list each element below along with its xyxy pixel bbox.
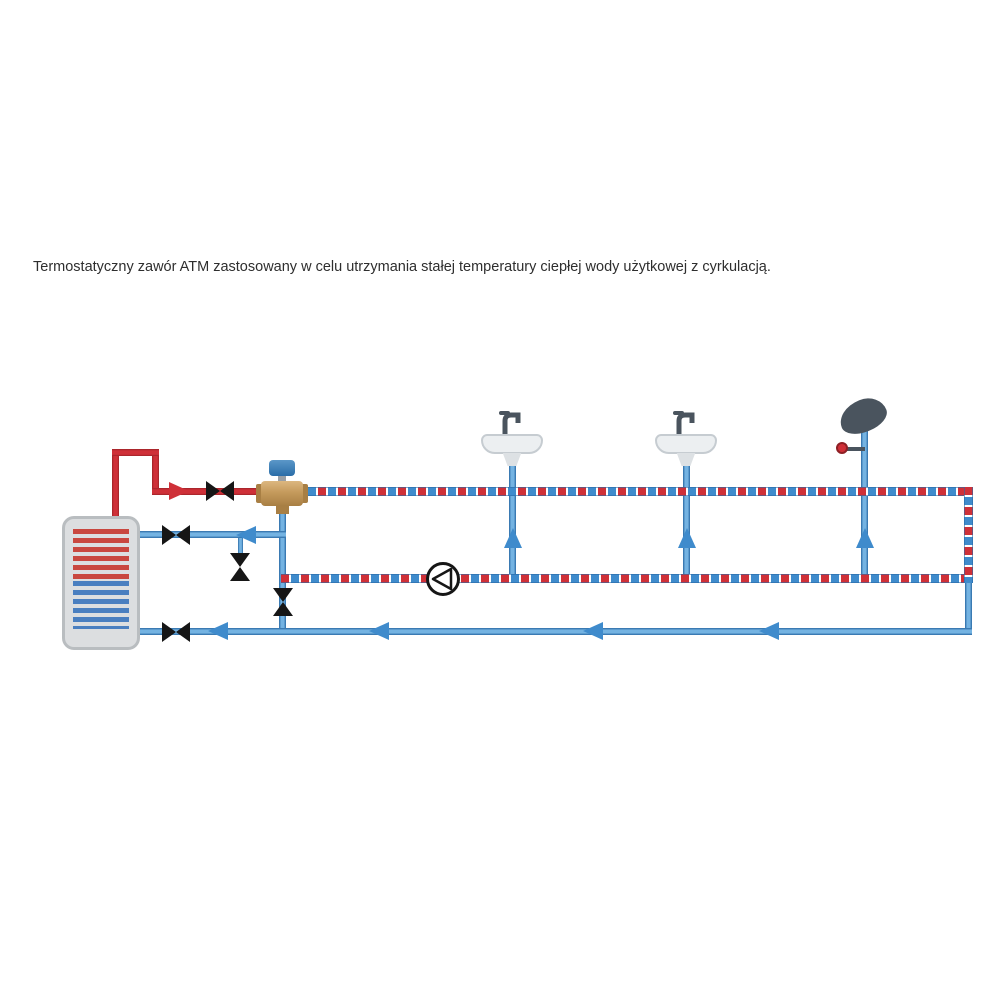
tank-coil-hot-icon [73,529,129,579]
cold-right-vertical-pipe [965,578,972,635]
hot-pipe-drop [152,449,159,495]
washbasin-2 [655,410,717,466]
shower [832,392,902,460]
cold-flow-arrow-left-2-icon [369,622,389,640]
shutoff-valve-hot-line-icon [206,481,234,501]
mixing-valve-left-nut [256,484,264,503]
mixed-water-supply-main [298,487,973,496]
caption: Termostatyczny zawór ATM zastosowany w c… [33,259,771,275]
tank-coil-cold-icon [73,581,129,629]
shower-valve-stem [845,447,865,451]
shower-head-icon [834,392,892,440]
cold-flow-arrow-left-3-icon [583,622,603,640]
circulation-return-to-tank-pipe [138,531,286,538]
valve-cold-inlet-riser [279,506,286,635]
circulation-right-vertical-pipe [964,487,973,583]
check-valve-flow-arrow-left-icon [236,526,256,544]
mixing-valve-body [261,481,303,506]
hot-flow-arrow-right-icon [169,482,189,500]
washbasin-1 [481,410,543,466]
cold-water-supply-main [140,628,972,635]
circulation-return-main [281,574,973,583]
basin [655,434,717,454]
riser-shower [861,420,868,582]
basin [481,434,543,454]
hot-pipe-top-loop [112,449,159,456]
mixing-valve-stem [278,475,286,483]
drain-stub-pipe [238,538,243,555]
mixing-valve-blue-knob [269,460,295,476]
riser3-flow-arrow-up-icon [856,528,874,548]
faucet-icon [673,411,695,436]
cold-flow-arrow-left-4-icon [759,622,779,640]
mixing-valve-bottom-port [276,505,289,514]
riser1-flow-arrow-up-icon [504,528,522,548]
shower-valve-knob [836,442,848,454]
cold-flow-arrow-left-1-icon [208,622,228,640]
faucet-icon [499,411,521,436]
basin-pedestal [676,453,696,466]
shutoff-valve-return-stub-icon [162,525,190,545]
hot-pipe-from-tank [112,449,119,519]
drain-valve-icon [230,553,250,581]
riser-sink-1 [509,460,516,582]
riser-sink-2 [683,460,690,582]
basin-pedestal [502,453,522,466]
mixing-valve-right-nut [300,484,308,503]
riser2-flow-arrow-up-icon [678,528,696,548]
circulation-pump-icon [426,562,460,596]
check-valve-cold-riser-icon [273,588,293,616]
shutoff-valve-cold-line-icon [162,622,190,642]
hot-water-storage-tank [62,516,140,650]
